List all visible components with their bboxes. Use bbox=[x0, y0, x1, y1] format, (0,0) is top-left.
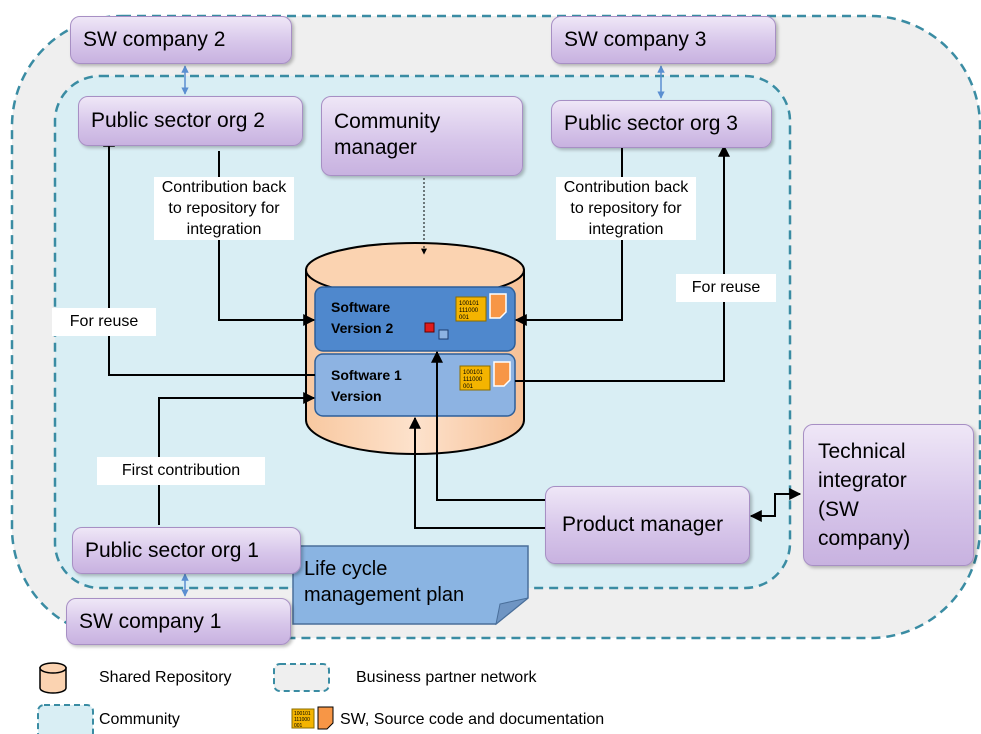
technical-integrator-box: Technical integrator (SW company) bbox=[803, 424, 974, 566]
legend-code-doc-icon: 100101 111000 001 bbox=[291, 706, 334, 730]
svg-text:001: 001 bbox=[459, 315, 470, 321]
sw-company-3-box: SW company 3 bbox=[551, 16, 776, 64]
public-sector-org-2-box: Public sector org 2 bbox=[78, 96, 303, 146]
for-reuse-right-label: For reuse bbox=[676, 274, 776, 302]
for-reuse-left-label: For reuse bbox=[52, 308, 156, 336]
integrator-link bbox=[749, 488, 802, 522]
sw-company-1-label: SW company 1 bbox=[79, 609, 222, 633]
svg-text:001: 001 bbox=[463, 384, 474, 390]
life-cycle-note-label: Life cycle management plan bbox=[304, 558, 465, 606]
legend-community-icon bbox=[37, 704, 94, 734]
public-sector-org-2-label: Public sector org 2 bbox=[91, 109, 265, 132]
first-contribution-label: First contribution bbox=[97, 457, 265, 485]
community-manager-box: Community manager bbox=[321, 96, 523, 176]
legend-community: Community bbox=[99, 711, 180, 728]
svg-text:100101: 100101 bbox=[294, 711, 311, 717]
product-manager-to-v2-arrow bbox=[431, 350, 547, 501]
red-square-icon bbox=[424, 322, 435, 333]
legend-shared-repository: Shared Repository bbox=[99, 669, 232, 686]
contribution-left-label: Contribution back to repository for inte… bbox=[154, 177, 294, 240]
technical-integrator-label: Technical integrator (SW company) bbox=[818, 440, 911, 550]
community-manager-label: Community manager bbox=[334, 110, 441, 159]
sw-company-2-label: SW company 2 bbox=[83, 28, 226, 51]
reuse-org2-arrow bbox=[103, 134, 315, 376]
public-sector-org-1-box: Public sector org 1 bbox=[72, 527, 301, 574]
version-1-label: Software 1 Version bbox=[331, 367, 402, 404]
public-sector-org-3-box: Public sector org 3 bbox=[551, 100, 772, 148]
svg-text:111000: 111000 bbox=[459, 308, 479, 314]
svg-text:100101: 100101 bbox=[459, 301, 480, 307]
sw-company-2-box: SW company 2 bbox=[70, 16, 292, 64]
svg-text:111000: 111000 bbox=[463, 377, 483, 383]
sw-company-1-box: SW company 1 bbox=[66, 598, 291, 645]
svg-text:001: 001 bbox=[294, 723, 303, 729]
product-manager-to-v1-arrow bbox=[409, 416, 547, 529]
version-2-label: Software Version 2 bbox=[331, 299, 394, 336]
reuse-org3-arrow bbox=[515, 144, 730, 382]
legend-sw-source-docs: SW, Source code and documentation bbox=[340, 711, 605, 728]
svg-text:100101: 100101 bbox=[463, 370, 484, 376]
public-sector-org-3-label: Public sector org 3 bbox=[564, 112, 738, 135]
product-manager-label: Product manager bbox=[562, 513, 724, 536]
code-doc-icon-v1: 100101 111000 001 bbox=[459, 361, 511, 391]
svg-text:111000: 111000 bbox=[294, 717, 310, 723]
sw-company-3-label: SW company 3 bbox=[564, 28, 707, 51]
blue-square-icon bbox=[438, 329, 449, 340]
public-sector-org-1-label: Public sector org 1 bbox=[85, 538, 259, 562]
code-doc-icon-v2: 100101 111000 001 bbox=[455, 293, 507, 322]
product-manager-box: Product manager bbox=[545, 486, 750, 564]
legend-business-partner-network: Business partner network bbox=[356, 669, 537, 686]
legend-network-icon bbox=[273, 663, 330, 692]
contribution-right-label: Contribution back to repository for inte… bbox=[556, 177, 696, 240]
legend-repository-icon bbox=[39, 662, 67, 694]
